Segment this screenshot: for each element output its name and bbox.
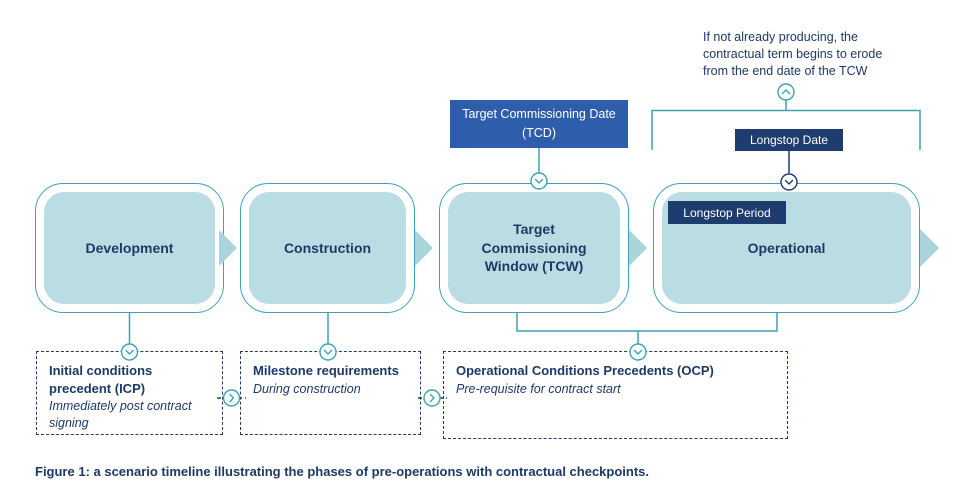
phase-tcw-label: Target Commissioning Window (TCW) [481,220,587,275]
checkpoint-milestone-title: Milestone requirements [253,363,399,378]
longstop-date-label: Longstop Date [749,133,829,147]
tcd-tag-label: Target Commissioning Date (TCD) [462,106,616,140]
tcd-tag: Target Commissioning Date (TCD) [450,100,628,148]
phase-construction-label: Construction [283,239,372,256]
phase-development-fill: Development [44,192,215,304]
checkpoint-icp-subtitle: Immediately post contract signing [49,399,192,430]
checkpoint-ocp-title: Operational Conditions Precedents (OCP) [456,363,714,378]
checkpoint-ocp-subtitle: Pre-requisite for contract start [456,381,621,396]
arrow-operational-out [920,229,939,267]
tcw-operational-ocp-connector [516,313,778,344]
phase-development: Development [35,183,224,313]
figure-caption: Figure 1: a scenario timeline illustrati… [35,464,650,479]
chevron-up-icon [781,89,791,95]
checkpoint-icp: Initial conditions precedent (ICP) Immed… [36,351,223,435]
phase-tcw: Target Commissioning Window (TCW) [439,183,629,313]
icp-milestone-chevron-circle-icon [222,389,241,407]
erosion-annotation: If not already producing, the contractua… [703,30,883,78]
milestone-ocp-chevron-circle-icon [423,389,441,407]
checkpoint-milestone-subtitle: During construction [253,381,361,396]
checkpoint-ocp: Operational Conditions Precedents (OCP) … [443,351,788,439]
longstop-period-tag: Longstop Period [668,201,786,224]
phase-development-label: Development [85,239,174,256]
checkpoint-milestone: Milestone requirements During constructi… [240,351,421,435]
arrow-construction-to-tcw [415,230,433,266]
longstop-period-label: Longstop Period [683,205,771,220]
chevron-up-circle-icon [777,83,795,101]
icp-milestone-chevron-right-icon [229,393,235,403]
arrow-tcw-to-operational [629,230,647,266]
phase-construction-fill: Construction [249,192,406,304]
phase-operational-label: Operational [747,239,826,256]
phase-construction: Construction [240,183,415,313]
phase-tcw-fill: Target Commissioning Window (TCW) [448,192,620,304]
milestone-ocp-chevron-right-icon [429,393,435,403]
longstop-date-tag: Longstop Date [735,129,843,151]
checkpoint-icp-title: Initial conditions precedent (ICP) [49,363,153,396]
